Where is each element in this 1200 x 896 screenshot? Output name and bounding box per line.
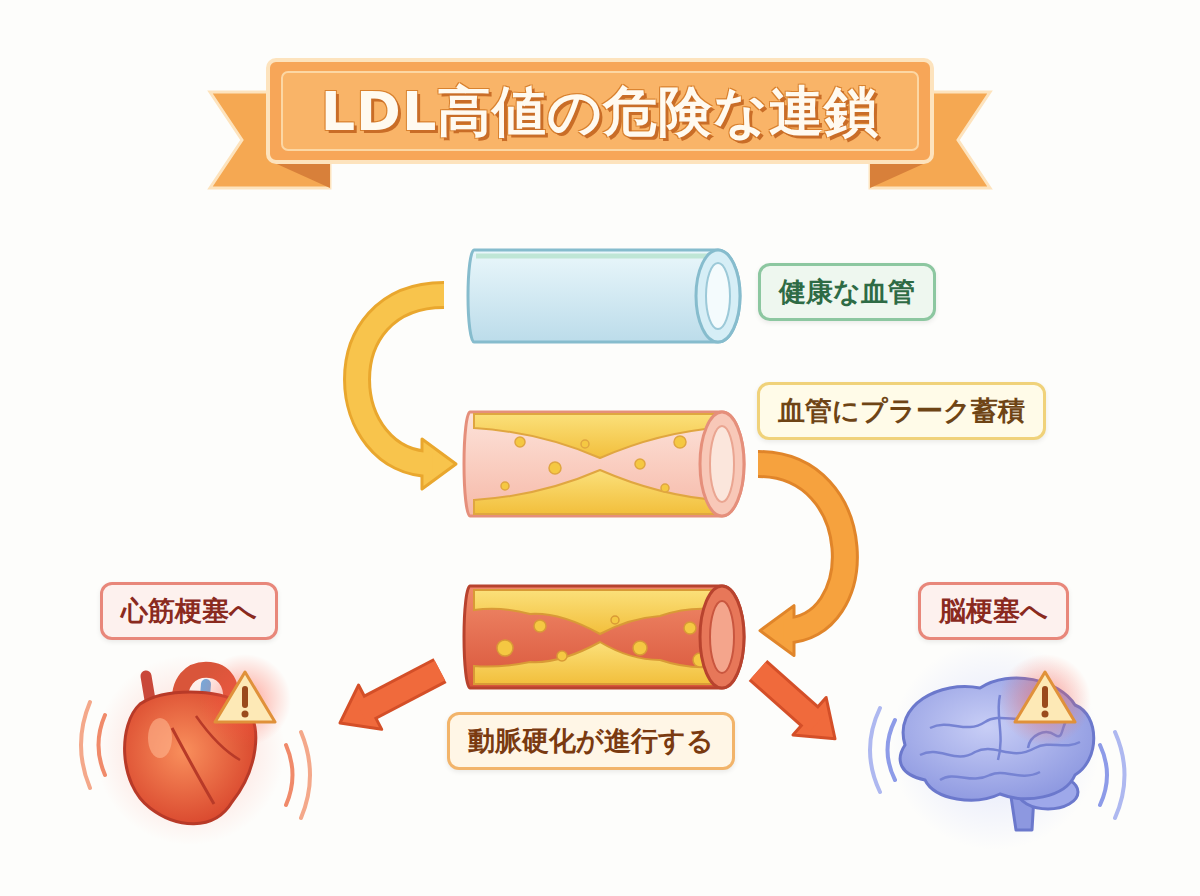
title-ribbon-part: [268, 160, 330, 188]
brain-illustration-part: [940, 772, 1040, 780]
title-ribbon-part: [870, 160, 932, 188]
plaque-vessel-part: [501, 482, 509, 490]
plaque-vessel-part: [464, 412, 744, 516]
arrow-outline: [758, 464, 845, 631]
healthy-vessel-part: [476, 254, 716, 259]
arrow-shaft: [361, 671, 440, 712]
hardened-vessel-part: [684, 622, 696, 634]
brain-illustration-part: [870, 708, 880, 792]
node-label: 健康な血管: [779, 274, 915, 310]
label-pill: 動脈硬化が進行する: [447, 712, 735, 770]
healthy-vessel: [468, 250, 740, 342]
plaque-vessel-part: [674, 436, 686, 448]
plaque-vessel-part: [635, 459, 645, 469]
plaque-vessel-part: [515, 437, 525, 447]
arrow-shaft: [357, 295, 444, 464]
arrow-shaft: [758, 671, 817, 723]
illustrated-node: 健康な血管: [470, 242, 750, 348]
node-label: 脳梗塞へ: [939, 593, 1048, 629]
title-ribbon: [210, 60, 990, 188]
title-text: LDL高値の危険な連鎖: [268, 62, 932, 162]
brain-illustration-part: [1115, 732, 1125, 818]
heart-illustration: [81, 654, 310, 845]
label-pill: 健康な血管: [758, 263, 936, 321]
label-pill: 血管にプラーク蓄積: [757, 382, 1046, 440]
flow-arrow: [758, 464, 845, 656]
heart-illustration-part: [301, 732, 310, 818]
plaque-vessel-part: [700, 412, 744, 516]
heart-illustration-part: [172, 728, 214, 804]
healthy-vessel-part: [706, 263, 730, 329]
arrow-head: [760, 606, 794, 656]
node-label: 血管にプラーク蓄積: [778, 393, 1025, 429]
heart-illustration-part: [148, 718, 172, 758]
plaque-vessel: [464, 412, 744, 516]
heart-illustration-part: [199, 654, 291, 746]
hardened-vessel-part: [474, 590, 718, 634]
label-pill: 脳梗塞へ: [918, 582, 1069, 640]
hardened-vessel-part: [557, 651, 567, 661]
arrow-head: [422, 439, 456, 489]
flow-arrow: [758, 671, 835, 739]
arrow-outline: [357, 295, 444, 464]
heart-illustration-part: [99, 715, 106, 775]
arrow-head: [793, 697, 835, 738]
arrow-outline: [758, 671, 817, 723]
plaque-vessel-part: [661, 484, 669, 492]
brain-illustration-part: [1042, 686, 1048, 708]
hardened-vessel-part: [710, 601, 734, 673]
heart-illustration-part: [215, 672, 275, 722]
hardened-vessel-part: [633, 641, 647, 655]
brain-illustration-part: [1042, 711, 1049, 718]
brain-illustration-part: [890, 640, 1100, 850]
title-ribbon-part: [268, 60, 932, 162]
hardened-vessel-part: [611, 616, 619, 624]
flow-arrow: [357, 295, 456, 489]
brain-illustration: [870, 640, 1125, 850]
node-label: 心筋梗塞へ: [121, 593, 257, 629]
illustrated-node: 動脈硬化が進行する: [466, 582, 750, 690]
label-pill: 心筋梗塞へ: [100, 582, 278, 640]
heart-illustration-part: [286, 745, 293, 805]
hardened-vessel: [464, 586, 744, 688]
plaque-vessel-part: [474, 470, 718, 514]
illustrated-node: 脳梗塞へ: [875, 660, 1115, 835]
flow-arrow: [340, 671, 440, 730]
plaque-vessel-part: [549, 462, 561, 474]
heart-illustration-part: [81, 702, 90, 788]
illustrated-node: 心筋梗塞へ: [80, 660, 310, 835]
healthy-vessel-part: [696, 250, 740, 342]
healthy-vessel-part: [468, 250, 740, 342]
hardened-vessel-part: [534, 620, 546, 632]
node-label: 動脈硬化が進行する: [468, 723, 714, 759]
hardened-vessel-part: [700, 586, 744, 688]
brain-illustration-part: [999, 654, 1091, 746]
arrow-shaft: [758, 464, 845, 631]
heart-illustration-part: [242, 686, 248, 708]
arrow-head: [340, 685, 382, 729]
plaque-vessel-part: [710, 426, 734, 502]
plaque-vessel-part: [581, 440, 589, 448]
brain-illustration-part: [1015, 672, 1075, 722]
heart-illustration-part: [242, 711, 249, 718]
illustrated-node: 血管にプラーク蓄積: [466, 406, 750, 522]
arrow-outline: [361, 671, 440, 712]
hardened-vessel-part: [464, 586, 744, 688]
brain-illustration-part: [1100, 745, 1107, 805]
hardened-vessel-part: [497, 640, 513, 656]
brain-illustration-part: [888, 720, 896, 780]
plaque-vessel-part: [474, 414, 718, 458]
